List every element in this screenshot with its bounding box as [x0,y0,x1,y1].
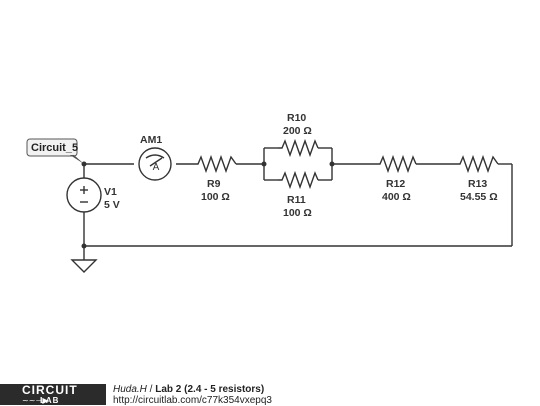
resistor-value: 54.55 Ω [460,191,498,203]
dc-voltage-source-icon[interactable] [66,177,102,213]
resistor-name: R11 [287,194,306,206]
footer [0,384,540,405]
ammeter-name: AM1 [140,134,162,146]
resistor-value: 400 Ω [382,191,411,203]
source-value: 5 V [104,199,120,211]
source-name: V1 [104,186,117,198]
logo-text-bottom: LAB [40,396,60,405]
footer-meta: Huda.H / Lab 2 (2.4 - 5 resistors) http:… [113,384,272,406]
junction-dot [261,161,267,167]
net-flag-icon[interactable]: Circuit_5 [26,138,84,164]
circuit-url[interactable]: http://circuitlab.com/c77k354vxepq3 [113,395,272,406]
circuitlab-logo[interactable]: CIRCUIT ~~⊣▶ LAB [0,384,106,405]
resistor-icon[interactable] [278,138,319,158]
ammeter-symbol: A [153,162,160,173]
logo-text-top: CIRCUIT [22,383,78,397]
resistor-name: R10 [287,112,306,124]
circuit-schematic: Circuit_5 V1 5 V A AM1 R9 100 Ω R10 200 … [26,112,513,273]
wires [83,147,513,260]
resistor-name: R12 [386,178,405,190]
junction-dot [329,161,335,167]
net-label: Circuit_5 [31,142,78,154]
logo-symbol: ~~⊣▶ [22,396,49,405]
resistor-value: 200 Ω [283,125,312,137]
resistor-value: 100 Ω [283,207,312,219]
author: Huda.H [113,384,147,395]
ground-icon [70,259,98,273]
junction-dot [81,243,87,249]
resistor-icon[interactable] [456,154,499,174]
resistor-value: 100 Ω [201,191,230,203]
resistor-icon[interactable] [194,154,237,174]
circuit-title: Lab 2 (2.4 - 5 resistors) [155,384,265,395]
ammeter-icon[interactable]: A [138,147,172,181]
resistor-icon[interactable] [278,170,319,190]
resistor-name: R13 [468,178,487,190]
resistor-icon[interactable] [376,154,417,174]
resistor-name: R9 [207,178,221,190]
separator: / [146,384,156,395]
